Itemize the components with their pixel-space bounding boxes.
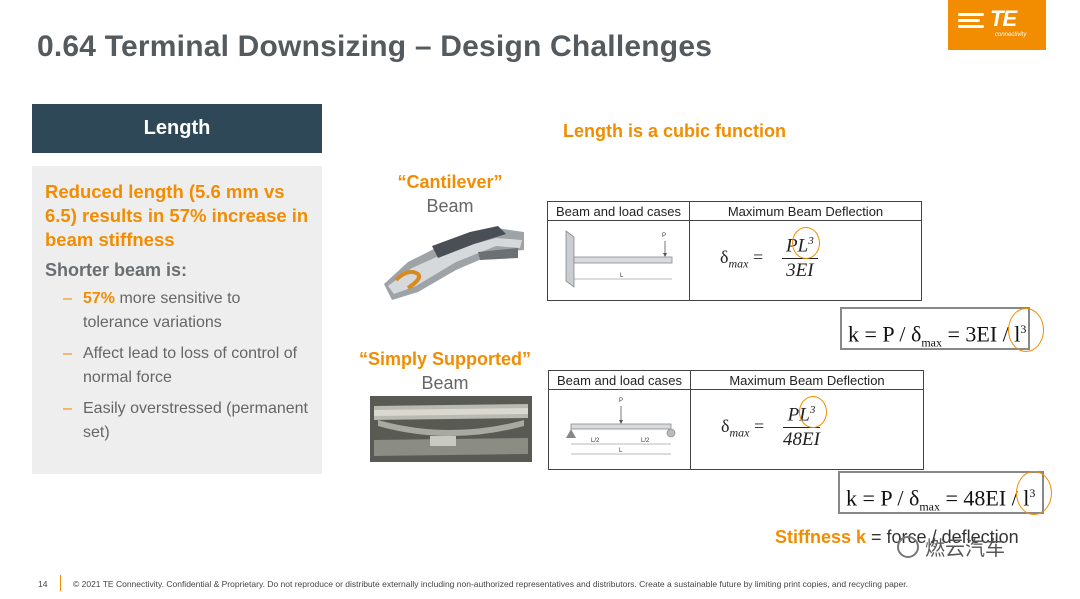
cantilever-diagram-cell: P L bbox=[547, 220, 690, 301]
cantilever-formula-cell: δmax = PL3 3EI bbox=[689, 220, 922, 301]
watermark-text: 燃云汽车 bbox=[925, 538, 1005, 560]
panel-subhead: Shorter beam is: bbox=[45, 260, 188, 280]
cantilever-stiffness-formula: k = P / δmax = 3EI / l3 bbox=[840, 307, 1030, 350]
table-header: Beam and load cases bbox=[547, 201, 690, 221]
simply-supported-beam-word: Beam bbox=[421, 373, 469, 393]
svg-text:L: L bbox=[619, 448, 623, 454]
footer-divider bbox=[60, 575, 61, 591]
highlight-circle-icon bbox=[792, 227, 820, 259]
bullet-item: –Affect lead to loss of control of norma… bbox=[45, 342, 310, 390]
bullet-list: –57% more sensitive to tolerance variati… bbox=[45, 287, 310, 445]
simply-supported-deflection-table: Beam and load cases Maximum Beam Deflect… bbox=[548, 370, 924, 470]
simply-supported-stiffness-formula: k = P / δmax = 48EI / l3 bbox=[838, 471, 1044, 514]
panel-header: Length bbox=[32, 104, 322, 153]
table-header: Maximum Beam Deflection bbox=[690, 370, 924, 390]
cantilever-terminal-photo bbox=[384, 226, 524, 300]
highlight-circle-icon bbox=[1016, 471, 1052, 515]
dash-icon: – bbox=[63, 345, 72, 362]
simply-supported-formula-cell: δmax = PL3 48EI bbox=[690, 389, 924, 470]
wechat-icon bbox=[897, 535, 919, 558]
svg-text:L/2: L/2 bbox=[641, 438, 650, 444]
panel-body: Reduced length (5.6 mm vs 6.5) results i… bbox=[32, 166, 322, 474]
load-label: P bbox=[662, 233, 666, 239]
svg-text:L/2: L/2 bbox=[591, 438, 600, 444]
delta-symbol: δmax = bbox=[720, 247, 764, 271]
bullet-item: –Easily overstressed (permanent set) bbox=[45, 397, 310, 445]
simply-supported-label: “Simply Supported” Beam bbox=[350, 347, 540, 395]
slide-title: 0.64 Terminal Downsizing – Design Challe… bbox=[37, 30, 713, 63]
simply-supported-diagram-cell: P L/2 L/2 L bbox=[548, 389, 691, 470]
cantilever-label: “Cantilever” Beam bbox=[380, 170, 520, 218]
te-logo: TE connectivity bbox=[948, 0, 1046, 50]
logo-bars-icon bbox=[958, 13, 984, 31]
delta-symbol: δmax = bbox=[721, 416, 765, 440]
lead-statement: Reduced length (5.6 mm vs 6.5) results i… bbox=[45, 181, 309, 250]
bullet-text: more sensitive to tolerance variations bbox=[83, 290, 241, 331]
highlight-circle-icon bbox=[1008, 308, 1044, 352]
footer: 14 © 2021 TE Connectivity. Confidential … bbox=[0, 572, 1080, 596]
cantilever-title: “Cantilever” bbox=[397, 172, 503, 192]
bullet-text: Affect lead to loss of control of normal… bbox=[83, 345, 298, 386]
watermark: 燃云汽车 bbox=[897, 532, 1005, 561]
cantilever-beam-diagram: P L bbox=[565, 230, 673, 288]
page-number: 14 bbox=[38, 579, 48, 589]
stiffness-definition: Stiffness k = force / deflection bbox=[775, 527, 1019, 547]
bullet-text: Easily overstressed (permanent set) bbox=[83, 400, 308, 441]
highlight-circle-icon bbox=[799, 396, 827, 428]
logo-subtitle: connectivity bbox=[995, 32, 1027, 38]
simply-supported-title: “Simply Supported” bbox=[358, 349, 531, 369]
table-header: Beam and load cases bbox=[548, 370, 691, 390]
svg-text:P: P bbox=[619, 398, 623, 404]
dash-icon: – bbox=[63, 290, 72, 307]
bullet-highlight: 57% bbox=[83, 290, 116, 307]
copyright-text: © 2021 TE Connectivity. Confidential & P… bbox=[73, 579, 908, 589]
length-label: L bbox=[620, 273, 624, 279]
cantilever-deflection-table: Beam and load cases Maximum Beam Deflect… bbox=[547, 201, 922, 301]
logo-mark: TE bbox=[990, 6, 1017, 31]
simply-supported-beam-diagram: P L/2 L/2 L bbox=[566, 398, 676, 455]
cubic-heading: Length is a cubic function bbox=[563, 121, 787, 141]
simply-supported-terminal-photo bbox=[370, 396, 532, 462]
bullet-item: –57% more sensitive to tolerance variati… bbox=[45, 287, 310, 335]
table-header: Maximum Beam Deflection bbox=[689, 201, 922, 221]
cantilever-beam-word: Beam bbox=[426, 196, 474, 216]
dash-icon: – bbox=[63, 400, 72, 417]
